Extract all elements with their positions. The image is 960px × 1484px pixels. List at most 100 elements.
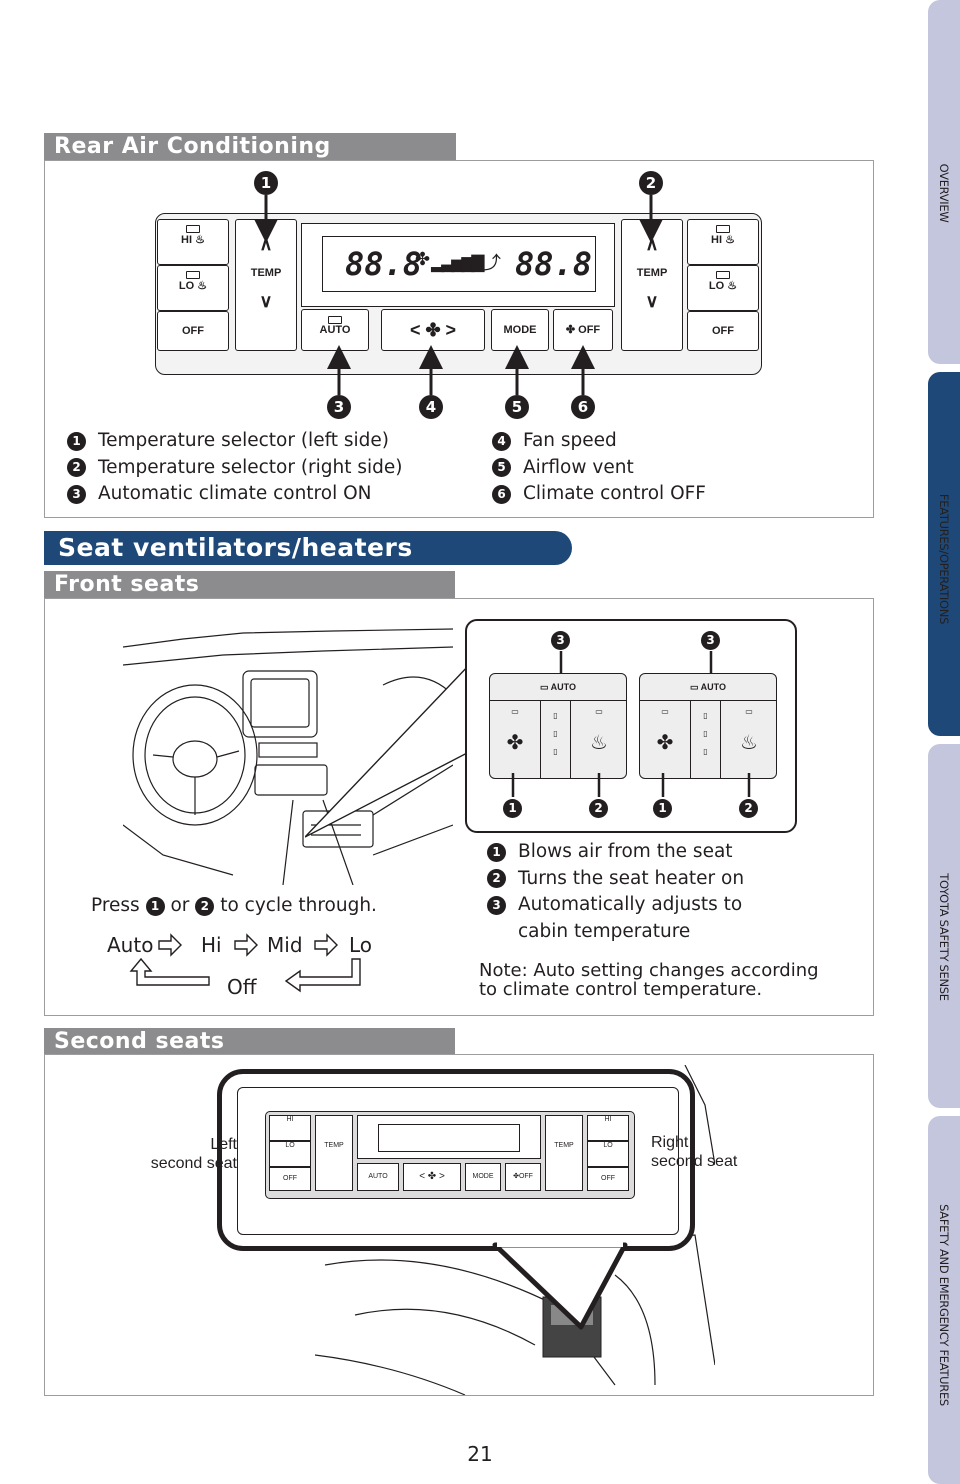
ventilate-button[interactable]: ▭ ✤ [640,701,691,778]
seat-fan-icon: ✤ [656,730,674,754]
legend-number: 5 [492,458,511,477]
mode-label: MODE [472,1173,494,1180]
mini-mode-button[interactable]: MODE [465,1163,501,1191]
rear-fan-off-button[interactable]: ✤ OFF [553,309,613,351]
detail-callout-2-left: 2 [589,799,608,818]
led-indicator [186,225,200,233]
auto-label: AUTO [319,324,351,336]
front-seats-note: Note: Auto setting changes according to … [479,961,819,999]
heater-button[interactable]: ▭ ♨ [572,701,626,778]
legend-text: Temperature selector (right side) [98,456,403,478]
right-lo-button[interactable]: LO [587,1141,629,1167]
right-hi-button[interactable]: HI [587,1115,629,1141]
left-second-seat-label: Left second seat [133,1135,237,1173]
press-suffix-text: to cycle through. [220,895,377,916]
callout-6: 6 [571,395,595,419]
note-line-2: to climate control temperature. [479,979,763,1000]
mini-fan-selector[interactable]: < ✤ > [403,1163,461,1191]
rear-left-off-button[interactable]: OFF [157,311,229,351]
seat-heat-icon: ♨ [740,730,758,754]
sidebar-tab-overview[interactable] [928,0,960,364]
led-indicator [328,316,342,324]
press-num-2: 2 [195,896,215,916]
second-seats-panel: HI LO OFF TEMP AUTO < ✤ > MODE ✤OFF TEMP… [44,1054,874,1396]
right-temp-readout: 88.8 [515,245,593,283]
legend-text: Automatic climate control ON [98,483,372,504]
mini-auto-button[interactable]: AUTO [357,1163,399,1191]
legend-number: 2 [487,869,506,888]
legend-number: 3 [487,895,506,915]
detail-callout-2-right: 2 [739,799,758,818]
detail-callout-3-right: 3 [701,631,720,650]
rear-left-hi-button[interactable]: HI ♨ [157,219,229,265]
callout-pointer [492,1235,628,1330]
lo-label: LO [285,1142,295,1149]
sidebar-tab-safety-sense[interactable] [928,744,960,1108]
rear-mode-button[interactable]: MODE [491,309,549,351]
detail-callout-1-left: 1 [503,799,522,818]
off-label: OFF [182,325,204,337]
airflow-icon: ⤴ [483,253,501,274]
legend-item: 2 Turns the seat heater on [487,866,744,893]
fan-icon: ✤ [425,320,441,340]
sidebar-label-emergency: SAFETY AND EMERGENCY FEATURES [937,1204,951,1406]
temp-label: TEMP [554,1142,574,1149]
page-number: 21 [467,1442,493,1466]
legend-text: Fan speed [523,430,617,451]
rear-fan-speed-selector[interactable]: < ✤ > [381,309,485,351]
hi-label: HI [711,234,723,246]
sidebar-tab-features[interactable] [928,372,960,736]
auto-label: AUTO [368,1173,388,1180]
press-instruction: Press 1 or 2 to cycle through. [91,895,377,916]
mini-fan-off-button[interactable]: ✤OFF [505,1163,541,1191]
legend-number: 1 [67,431,86,451]
rear-ac-display: 88.8 ✤ ▂▃▅▆▇ ⤴ 88.8 [301,223,615,307]
seat-heat-icon: ♨ [725,234,735,246]
legend-text: Blows air from the seat [518,841,733,862]
seat-heat-icon: ♨ [590,730,608,754]
rear-right-hi-button[interactable]: HI ♨ [687,219,759,265]
left-temp-button[interactable]: TEMP [315,1115,353,1191]
legend-text: Climate control OFF [523,483,706,504]
cycle-lo: Lo [349,933,373,957]
left-off-button[interactable]: OFF [269,1167,311,1191]
front-seats-panel: ▭ AUTO ▭ ✤ ▯▯▯ ▭ ♨ ▭ AUTO ▭ ✤ ▯▯▯ ▭ [44,598,874,1016]
legend-text: Turns the seat heater on [518,867,745,889]
front-seat-switch-detail: ▭ AUTO ▭ ✤ ▯▯▯ ▭ ♨ ▭ AUTO ▭ ✤ ▯▯▯ ▭ [465,619,797,833]
left-lo-button[interactable]: LO [269,1141,311,1167]
rear-auto-button[interactable]: AUTO [301,309,369,351]
right-off-button[interactable]: OFF [587,1167,629,1191]
right-temp-button[interactable]: TEMP [545,1115,583,1191]
mode-label: MODE [503,324,537,336]
ventilate-button[interactable]: ▭ ✤ [490,701,541,778]
sidebar-tab-emergency[interactable] [928,1116,960,1484]
rear-right-off-button[interactable]: OFF [687,311,759,351]
auto-button[interactable]: ▭ AUTO [640,674,776,701]
off-label: OFF [283,1175,297,1182]
heater-button[interactable]: ▭ ♨ [722,701,776,778]
left-temp-readout: 88.8 [345,245,423,283]
auto-button[interactable]: ▭ AUTO [490,674,626,701]
seat-heat-icon: ♨ [195,234,205,246]
callout-4: 4 [419,395,443,419]
chevron-down-icon: ∨ [259,291,273,311]
rear-left-lo-button[interactable]: LO ♨ [157,265,229,311]
left-hi-button[interactable]: HI [269,1115,311,1141]
hi-label: HI [181,234,193,246]
rear-ac-panel: HI ♨ LO ♨ OFF ∧ TEMP ∨ 88.8 ✤ ▂▃▅▆▇ ⤴ 88… [44,160,874,518]
seat-ventilators-heading: Seat ventilators/heaters [44,531,572,565]
left-label-line-2: second seat [150,1155,237,1172]
auto-label: AUTO [550,682,576,692]
sidebar-label-features: FEATURES/OPERATIONS [937,493,951,625]
cycle-auto: Auto [107,933,154,957]
rear-right-lo-button[interactable]: LO ♨ [687,265,759,311]
right-seat-switch: ▭ AUTO ▭ ✤ ▯▯▯ ▭ ♨ [639,673,777,779]
